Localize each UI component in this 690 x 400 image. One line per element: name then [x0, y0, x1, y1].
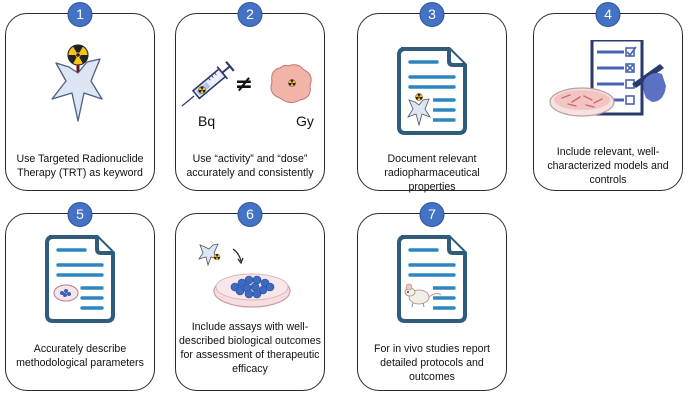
- radiopharmaceutical-to-petri-dish-icon: [176, 237, 324, 312]
- step-number-badge: 4: [595, 2, 621, 27]
- radiolabeled-star-icon: [6, 41, 154, 131]
- step-number-badge: 6: [237, 202, 263, 227]
- step-card-7: 7 For in vivo studies report detailed pr…: [357, 202, 507, 391]
- step-caption: Use “activity” and “dose” accurately and…: [186, 153, 314, 179]
- step-caption: Use Targeted Radionuclide Therapy (TRT) …: [16, 153, 144, 179]
- document-with-radiopharmaceutical-icon: [358, 46, 506, 136]
- step-card-1: 1 Use Targeted Radionuclide Therapy (TRT…: [5, 2, 155, 191]
- step-card-2: 2 ≠ Bq Gy Use “activity”: [175, 2, 325, 191]
- step-number-badge: 5: [67, 202, 93, 227]
- syringe-not-equal-tumor-icon: ≠: [176, 58, 324, 108]
- step-caption: Include assays with well-described biolo…: [179, 321, 321, 375]
- syringe-icon: [181, 60, 235, 107]
- step-caption: Include relevant, well-characterized mod…: [547, 146, 669, 186]
- step-number-badge: 3: [419, 2, 445, 27]
- tumor-icon: [270, 64, 312, 104]
- activity-unit-label: Bq: [198, 113, 216, 129]
- checklist-with-petri-dish-icon: [534, 40, 682, 122]
- step-caption: Accurately describe methodological param…: [16, 343, 144, 369]
- step-number-badge: 2: [237, 2, 263, 27]
- step-number-badge: 1: [67, 2, 93, 27]
- dose-unit-label: Gy: [296, 113, 314, 129]
- document-with-mouse-icon: [358, 234, 506, 324]
- mouse-icon: [404, 283, 442, 308]
- document-with-cells-icon: [6, 234, 154, 324]
- step-caption: For in vivo studies report detailed prot…: [374, 343, 490, 383]
- step-card-5: 5 Accurately describe methodological par…: [5, 202, 155, 391]
- not-equal-sign: ≠: [235, 72, 253, 97]
- step-card-3: 3 Document relevant radiopharmaceutical …: [357, 2, 507, 193]
- step-number-badge: 7: [419, 202, 445, 227]
- step-card-6: 6 Include assays with well-described bio…: [175, 202, 325, 391]
- step-caption: Document relevant radiopharmaceutical pr…: [384, 153, 480, 193]
- step-card-4: 4 Include relevant, well-characterized m…: [533, 2, 683, 191]
